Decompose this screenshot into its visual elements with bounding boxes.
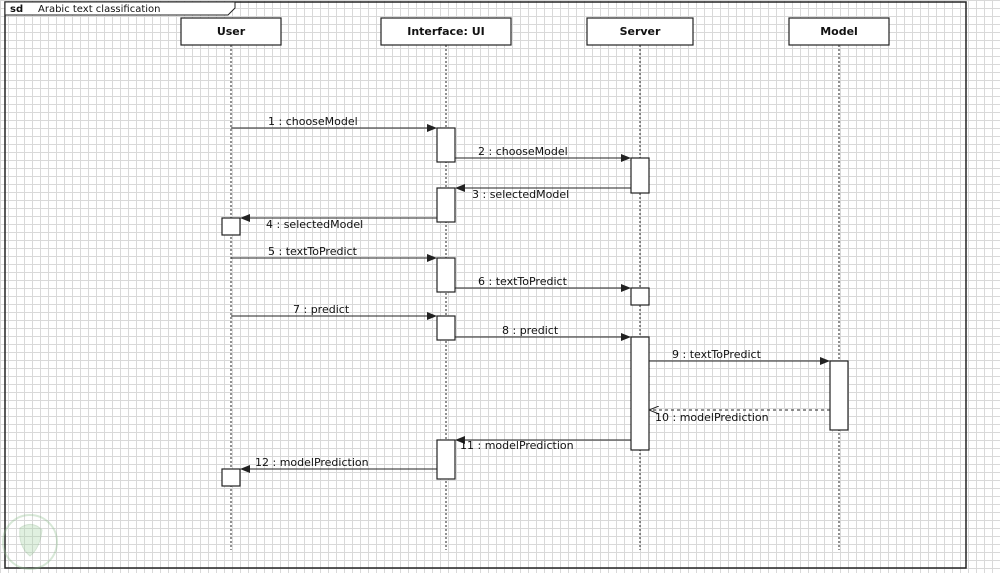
activation-bar (829, 360, 849, 431)
messages: 1 : chooseModel 2 : chooseModel 3 : sele… (231, 115, 830, 473)
lifeline-model: Model (788, 17, 890, 550)
lifeline-user-head (180, 17, 282, 46)
activation-bar (221, 468, 241, 487)
watermark-circle (2, 514, 58, 570)
activation-bar (221, 217, 241, 236)
activation-bar (436, 439, 456, 480)
message-label: 4 : selectedModel (266, 218, 363, 231)
activation-bar (630, 336, 650, 451)
message-label: 10 : modelPrediction (655, 411, 769, 424)
activation-bar (630, 287, 650, 306)
lifeline-server: Server (586, 17, 694, 550)
lifeline-user: User (180, 17, 282, 550)
frame-label-tab (4, 1, 236, 16)
leaf-icon (19, 524, 43, 557)
watermark-logo (2, 514, 58, 570)
lifeline-user-label: User (217, 25, 246, 38)
activation-bar (436, 257, 456, 293)
message-label: 9 : textToPredict (672, 348, 762, 361)
frame-title: Arabic text classification (38, 4, 160, 15)
lifeline-ui-head (380, 17, 512, 46)
message-label: 11 : modelPrediction (460, 439, 574, 452)
activation-bar (436, 127, 456, 163)
message-label: 5 : textToPredict (268, 245, 358, 258)
frame-border (4, 1, 967, 569)
message-label: 2 : chooseModel (478, 145, 568, 158)
activation-bars (221, 127, 849, 487)
sd-frame: sd Arabic text classification (4, 1, 967, 569)
message-label: 3 : selectedModel (472, 188, 569, 201)
lifeline-server-label: Server (620, 25, 661, 38)
message-label: 1 : chooseModel (268, 115, 358, 128)
message-label: 8 : predict (502, 324, 559, 337)
lifeline-model-label: Model (820, 25, 858, 38)
frame-keyword: sd (10, 4, 23, 15)
lifeline-ui-label: Interface: UI (407, 25, 485, 38)
message-label: 12 : modelPrediction (255, 456, 369, 469)
lifeline-model-head (788, 17, 890, 46)
activation-bar (436, 315, 456, 341)
message-label: 6 : textToPredict (478, 275, 568, 288)
activation-bar (436, 187, 456, 223)
lifeline-server-head (586, 17, 694, 46)
lifeline-ui: Interface: UI (380, 17, 512, 550)
activation-bar (630, 157, 650, 194)
message-label: 7 : predict (293, 303, 350, 316)
